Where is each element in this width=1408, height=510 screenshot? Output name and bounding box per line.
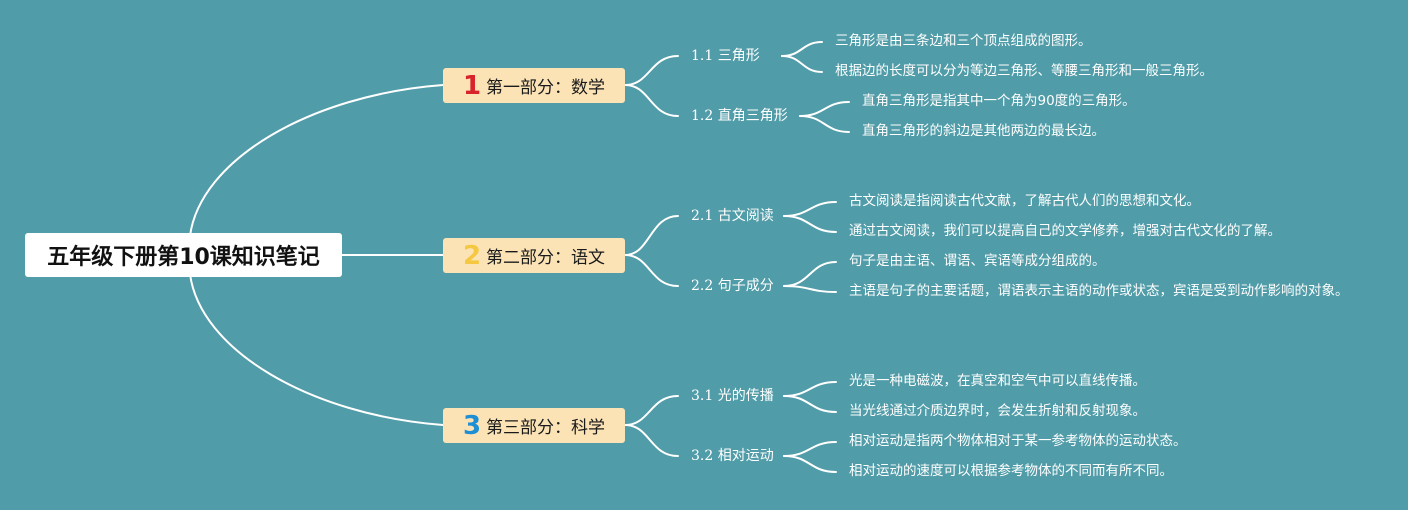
leaf-node-2-1-b: 通过古文阅读，我们可以提高自己的文学修养，增强对古代文化的了解。 <box>849 223 1281 239</box>
leaf-node-2-1-a: 古文阅读是指阅读古代文献，了解古代人们的思想和文化。 <box>849 193 1200 209</box>
leaf-node-3-2-b: 相对运动的速度可以根据参考物体的不同而有所不同。 <box>849 463 1173 479</box>
sub-node-2-1[interactable]: 2.1 古文阅读 <box>691 208 774 224</box>
connector-section2-sub1 <box>624 215 679 256</box>
connector-root-science <box>189 273 444 426</box>
connector-sub1-leaf2 <box>781 55 823 73</box>
leaf-node-3-2-a: 相对运动是指两个物体相对于某一参考物体的运动状态。 <box>849 433 1187 449</box>
sub-node-1-1[interactable]: 1.1 三角形 <box>691 48 760 64</box>
leaf-node-2-2-a: 句子是由主语、谓语、宾语等成分组成的。 <box>849 253 1106 269</box>
connector-section3-sub1 <box>624 395 679 426</box>
connector-sub2-leaf1 <box>799 101 850 117</box>
section-label-chinese: 第二部分：语文 <box>486 248 605 268</box>
section-node-science[interactable]: 3 第三部分：科学 <box>443 408 625 443</box>
leaf-node-1-2-b: 直角三角形的斜边是其他两边的最长边。 <box>862 123 1105 139</box>
connector-sub1-leaf1 <box>781 41 823 57</box>
section-node-math[interactable]: 1 第一部分：数学 <box>443 68 625 103</box>
sub-node-1-2[interactable]: 1.2 直角三角形 <box>691 108 788 124</box>
leaf-node-2-2-b: 主语是句子的主要话题，谓语表示主语的动作或状态，宾语是受到动作影响的对象。 <box>849 283 1349 299</box>
connector-sub5-leaf1 <box>783 381 837 397</box>
sub-node-3-1[interactable]: 3.1 光的传播 <box>691 388 774 404</box>
section-label-science: 第三部分：科学 <box>486 418 605 438</box>
section-number-2: 2 <box>462 240 482 271</box>
root-label: 五年级下册第10课知识笔记 <box>47 245 320 270</box>
leaf-node-1-1-a: 三角形是由三条边和三个顶点组成的图形。 <box>835 33 1092 49</box>
connector-sub3-leaf2 <box>783 215 837 233</box>
leaf-node-3-1-b: 当光线通过介质边界时，会发生折射和反射现象。 <box>849 403 1146 419</box>
connector-sub4-leaf1 <box>783 261 837 287</box>
connector-section1-sub1 <box>624 55 679 86</box>
connector-root-math <box>189 84 444 237</box>
connector-sub3-leaf1 <box>783 201 837 217</box>
connector-sub6-leaf1 <box>783 441 837 457</box>
connector-section1-sub2 <box>624 84 679 117</box>
connector-section3-sub2 <box>624 424 679 457</box>
section-label-math: 第一部分：数学 <box>486 78 605 98</box>
connector-section2-sub2 <box>624 254 679 287</box>
root-node[interactable]: 五年级下册第10课知识笔记 <box>25 233 342 277</box>
section-number-1: 1 <box>462 70 482 101</box>
leaf-node-3-1-a: 光是一种电磁波，在真空和空气中可以直线传播。 <box>849 373 1146 389</box>
sub-node-2-2[interactable]: 2.2 句子成分 <box>691 278 774 294</box>
section-number-3: 3 <box>462 410 482 441</box>
connector-sub5-leaf2 <box>783 395 837 413</box>
section-node-chinese[interactable]: 2 第二部分：语文 <box>443 238 625 273</box>
sub-node-3-2[interactable]: 3.2 相对运动 <box>691 448 774 464</box>
connector-sub2-leaf2 <box>799 115 850 133</box>
leaf-node-1-1-b: 根据边的长度可以分为等边三角形、等腰三角形和一般三角形。 <box>835 63 1213 79</box>
leaf-node-1-2-a: 直角三角形是指其中一个角为90度的三角形。 <box>862 93 1136 109</box>
connector-sub6-leaf2 <box>783 455 837 473</box>
connector-sub4-leaf2 <box>783 285 837 293</box>
